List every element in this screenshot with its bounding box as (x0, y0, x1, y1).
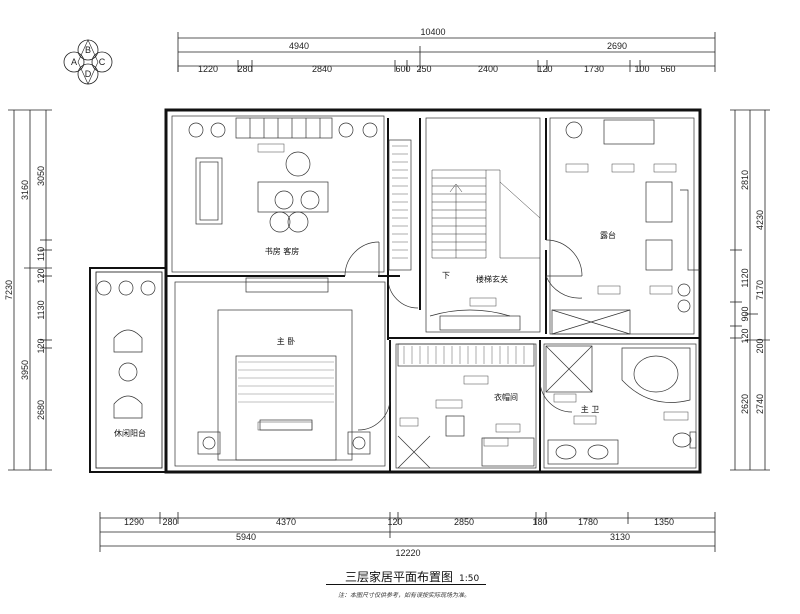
compass-letter-b: B (85, 45, 91, 55)
room-label-terrace: 露台 (600, 230, 616, 240)
dim-left-inner-3: 1130 (36, 300, 46, 319)
dim-right-outer-0: 4230 (755, 210, 765, 230)
dim-top-d2: 2840 (312, 64, 332, 74)
room-label-bath: 主 卫 (581, 404, 600, 414)
room-label-balcony: 休闲阳台 (114, 428, 146, 438)
dim-bottom-d0: 1290 (124, 517, 144, 527)
dim-bottom-d2: 4370 (276, 517, 296, 527)
dim-bottom-d5: 180 (532, 517, 547, 527)
room-label-master: 主 卧 (277, 336, 296, 346)
dim-top-d4: 250 (416, 64, 431, 74)
dim-bottom-d3: 120 (387, 517, 402, 527)
dim-left-inner-4: 120 (36, 338, 46, 353)
dim-bottom-total: 12220 (395, 548, 420, 558)
dim-right-inner-2: 900 (740, 306, 750, 321)
dim-top-mid-1: 2690 (607, 41, 627, 51)
dim-bottom-mid-0: 5940 (236, 532, 256, 542)
drawing-title: 三层家居平面布置图 1:50 (345, 568, 479, 585)
dim-right-inner-1: 1120 (740, 268, 750, 287)
compass-letter-d: D (85, 69, 92, 79)
dim-left-inner-1: 110 (36, 247, 46, 261)
dim-right-inner-5: 2620 (740, 394, 750, 414)
drawing-title-text: 三层家居平面布置图 (345, 570, 454, 584)
dim-bottom-mid-1: 3130 (610, 532, 630, 542)
dim-top-d3: 600 (395, 64, 410, 74)
compass-icon (63, 39, 113, 85)
room-label-closet: 衣帽间 (494, 392, 518, 402)
dim-top-d8: 100 (634, 64, 649, 74)
dim-right-inner-6: 2740 (755, 394, 765, 414)
dim-left-inner-2: 120 (36, 268, 46, 283)
dim-top-d0: 1220 (198, 64, 218, 74)
dim-top-total: 10400 (420, 27, 445, 37)
room-label-study: 书房 客房 (265, 246, 300, 256)
dim-right-outer-1: 7170 (755, 280, 765, 300)
dim-bottom-d4: 2850 (454, 517, 474, 527)
dim-left-outer: 7230 (4, 280, 14, 300)
drawing-note: 注：本图尺寸仅供参考，如有误按实际现场为准。 (338, 592, 471, 599)
compass-letter-c: C (99, 57, 106, 67)
dim-right-inner-4: 200 (755, 338, 765, 353)
dim-left-inner-0: 3050 (36, 166, 46, 186)
dim-right-inner-0: 2810 (740, 170, 750, 190)
drawing-scale: 1:50 (459, 574, 480, 584)
dim-top-d5: 2400 (478, 64, 498, 74)
title-underline (326, 584, 486, 585)
dim-right-inner-3: 120 (740, 328, 750, 343)
dim-bottom-d6: 1780 (578, 517, 598, 527)
dim-top-d6: 120 (537, 64, 552, 74)
dim-top-d1: 280 (237, 64, 252, 74)
dim-bottom-d1: 280 (162, 517, 177, 527)
dim-left-inner-5: 2680 (36, 400, 46, 420)
stair-down-label: 下 (442, 271, 450, 280)
dim-left-mid-0: 3160 (20, 180, 30, 200)
compass-letter-a: A (71, 57, 77, 67)
dim-top-mid-0: 4940 (289, 41, 309, 51)
dim-top-d7: 1730 (584, 64, 604, 74)
dim-bottom-d7: 1350 (654, 517, 674, 527)
dim-left-mid-1: 3950 (20, 360, 30, 380)
dim-top-d9: 560 (660, 64, 675, 74)
room-label-stair: 楼梯玄关 (476, 274, 508, 284)
